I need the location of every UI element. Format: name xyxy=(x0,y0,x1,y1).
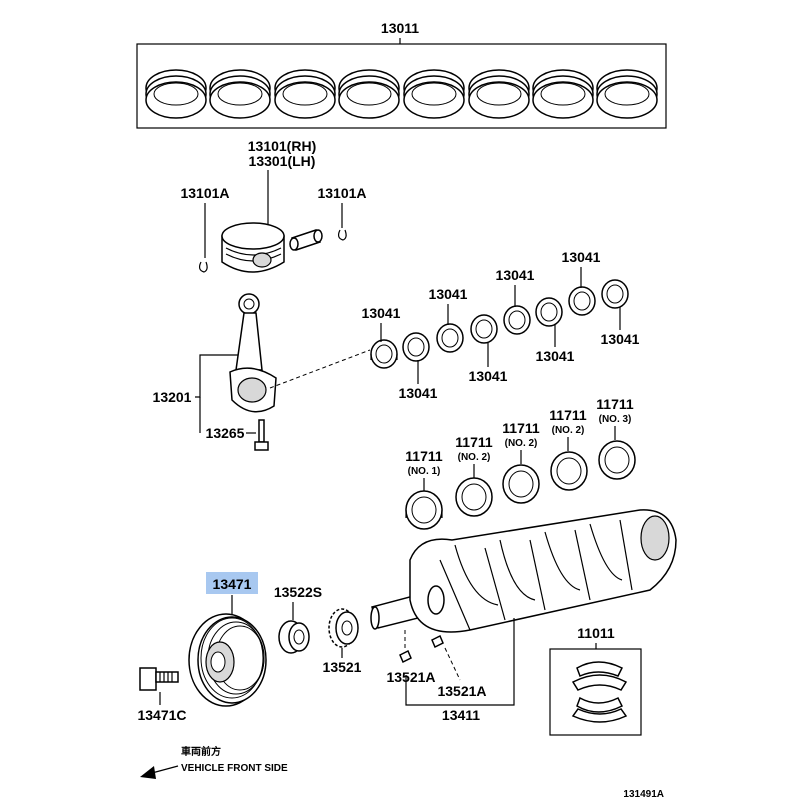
rod-bearing[interactable] xyxy=(601,279,629,309)
crank-washer[interactable] xyxy=(278,620,310,654)
label-washer[interactable]: 13522S xyxy=(274,584,322,600)
label-highlight xyxy=(206,572,258,594)
label-rod-bearing-5[interactable]: 13041 xyxy=(496,267,535,283)
label-main-bearing-2[interactable]: 11711 xyxy=(455,434,493,450)
label-main-bearing-3[interactable]: 11711 xyxy=(502,420,540,436)
label-crankshaft[interactable]: 13411 xyxy=(442,707,480,723)
connecting-rod[interactable] xyxy=(229,293,277,413)
label-piston-ring-set[interactable]: 13011 xyxy=(381,20,419,36)
main-bearing[interactable] xyxy=(550,451,588,491)
piston-ring-set[interactable] xyxy=(136,38,667,129)
label-main-bearing-1-note: (NO. 1) xyxy=(408,466,441,477)
label-piston-lh[interactable]: 13301(LH) xyxy=(249,153,316,169)
rod-bearing[interactable] xyxy=(535,297,563,327)
pulley-bolt[interactable] xyxy=(139,667,179,691)
main-bearing[interactable] xyxy=(598,440,636,480)
label-snap-ring-right[interactable]: 13101A xyxy=(317,185,366,201)
rod-bearing[interactable] xyxy=(568,286,596,316)
crankshaft[interactable] xyxy=(370,509,677,633)
rod-bearing[interactable] xyxy=(370,339,398,369)
label-main-bearing-4[interactable]: 11711 xyxy=(549,407,587,423)
label-main-bearing-5[interactable]: 11711 xyxy=(596,396,634,412)
thrust-washer-set[interactable] xyxy=(549,648,642,736)
label-thrust-washer[interactable]: 11011 xyxy=(577,625,615,641)
label-key-2[interactable]: 13521A xyxy=(437,683,486,699)
label-rod-bolt[interactable]: 13265 xyxy=(206,425,245,441)
label-main-bearing-1[interactable]: 11711 xyxy=(405,448,443,464)
rod-bearing-row xyxy=(370,279,629,369)
label-rod-bearing-2[interactable]: 13041 xyxy=(399,385,438,401)
crankshaft-key[interactable] xyxy=(399,649,412,664)
rod-bearing[interactable] xyxy=(503,305,531,335)
main-bearing[interactable] xyxy=(455,477,493,517)
label-rod-bearing-1[interactable]: 13041 xyxy=(362,305,401,321)
label-rod-bearing-6[interactable]: 13041 xyxy=(536,348,575,364)
label-rod-bearing-3[interactable]: 13041 xyxy=(429,286,468,302)
rod-bearing[interactable] xyxy=(402,332,430,362)
main-bearing[interactable] xyxy=(502,464,540,504)
rod-bearing[interactable] xyxy=(436,323,464,353)
label-pulley[interactable]: 13471 xyxy=(213,576,252,592)
crankshaft-key[interactable] xyxy=(431,634,444,649)
rod-bearing[interactable] xyxy=(470,314,498,344)
label-pulley-bolt[interactable]: 13471C xyxy=(137,707,186,723)
rod-bolt[interactable] xyxy=(254,419,269,451)
front-side-jp: 車両前方 xyxy=(181,745,221,758)
label-piston-rh[interactable]: 13101(RH) xyxy=(248,138,316,154)
snap-ring-left[interactable] xyxy=(198,261,208,273)
front-side-en: VEHICLE FRONT SIDE xyxy=(181,763,288,774)
piston-ring-group xyxy=(145,69,658,119)
main-bearing-row xyxy=(405,440,636,530)
front-arrow-icon xyxy=(140,765,179,779)
crankshaft-pulley[interactable] xyxy=(188,613,267,707)
label-main-bearing-5-note: (NO. 3) xyxy=(599,414,632,425)
main-bearing[interactable] xyxy=(405,490,443,530)
label-connecting-rod[interactable]: 13201 xyxy=(153,389,192,405)
label-main-bearing-4-note: (NO. 2) xyxy=(552,425,585,436)
label-rod-bearing-4[interactable]: 13041 xyxy=(469,368,508,384)
label-rod-bearing-7[interactable]: 13041 xyxy=(562,249,601,265)
label-rod-bearing-8[interactable]: 13041 xyxy=(601,331,640,347)
crank-timing-gear[interactable] xyxy=(328,608,359,648)
figure-id: 131491A xyxy=(623,789,664,800)
piston[interactable] xyxy=(221,222,285,273)
piston-pin[interactable] xyxy=(289,229,323,251)
label-gear[interactable]: 13521 xyxy=(323,659,362,675)
label-snap-ring-left[interactable]: 13101A xyxy=(180,185,229,201)
label-main-bearing-2-note: (NO. 2) xyxy=(458,452,491,463)
label-key-1[interactable]: 13521A xyxy=(386,669,435,685)
label-main-bearing-3-note: (NO. 2) xyxy=(505,438,538,449)
snap-ring-right[interactable] xyxy=(337,229,347,241)
